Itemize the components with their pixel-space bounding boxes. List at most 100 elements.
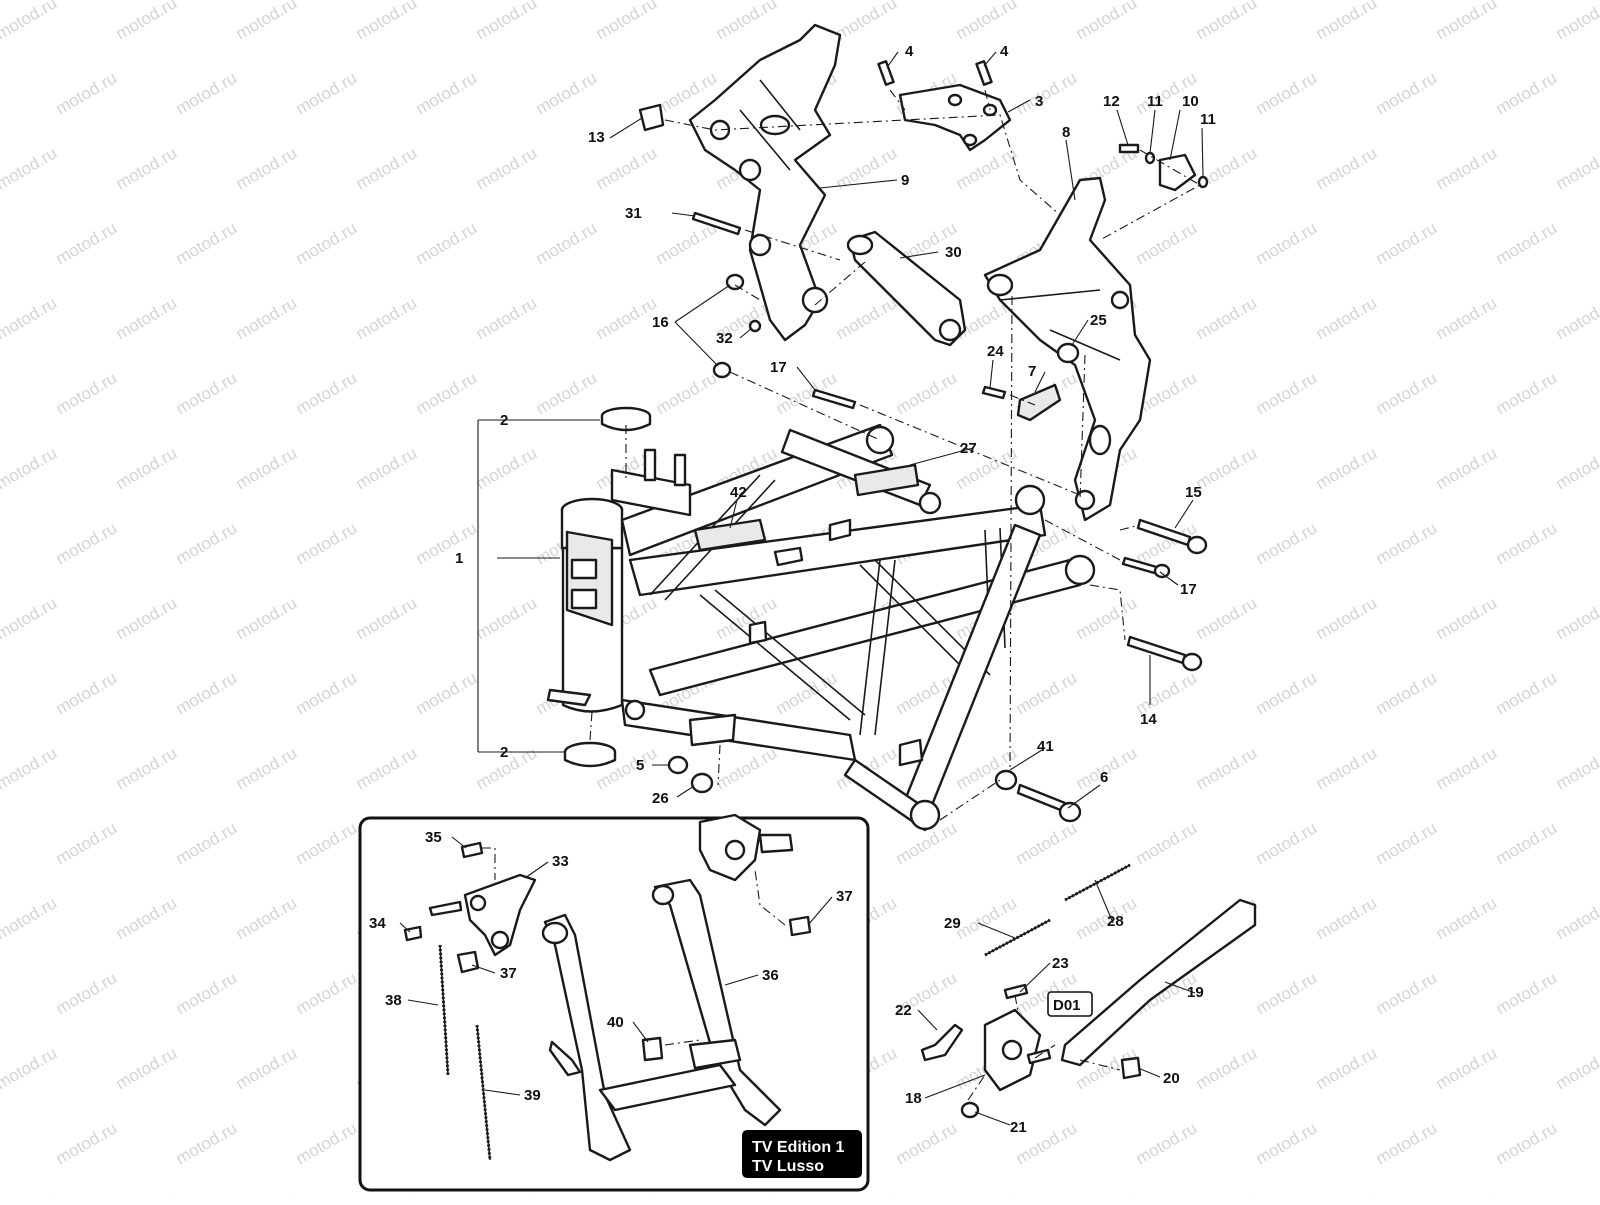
callout-11-top: 11 xyxy=(1147,93,1163,110)
watermark-text: motod.ru xyxy=(233,143,301,193)
watermark-text: motod.ru xyxy=(1553,893,1600,943)
watermark-text: motod.ru xyxy=(0,0,60,43)
watermark-text: motod.ru xyxy=(593,143,661,193)
callout-11-right: 11 xyxy=(1200,111,1216,128)
watermark-text: motod.ru xyxy=(233,443,301,493)
watermark-text: motod.ru xyxy=(1493,68,1561,118)
callout-17-right: 17 xyxy=(1180,581,1197,598)
watermark-text: motod.ru xyxy=(293,218,361,268)
watermark-text: motod.ru xyxy=(533,368,601,418)
watermark-text: motod.ru xyxy=(713,0,781,43)
watermark-text: motod.ru xyxy=(1193,593,1261,643)
watermark-text: motod.ru xyxy=(1493,368,1561,418)
watermark-text: motod.ru xyxy=(413,518,481,568)
watermark-text: motod.ru xyxy=(413,68,481,118)
watermark-text: motod.ru xyxy=(1373,1118,1441,1168)
watermark-text: motod.ru xyxy=(713,743,781,793)
watermark-text: motod.ru xyxy=(353,443,421,493)
watermark-text: motod.ru xyxy=(293,368,361,418)
watermark-text: motod.ru xyxy=(53,368,121,418)
watermark-text: motod.ru xyxy=(0,1043,60,1093)
watermark-text: motod.ru xyxy=(113,293,181,343)
watermark-text: motod.ru xyxy=(113,893,181,943)
watermark-text: motod.ru xyxy=(1373,518,1441,568)
callout-29: 29 xyxy=(944,915,961,932)
watermark-text: motod.ru xyxy=(593,293,661,343)
callout-27: 27 xyxy=(960,440,977,457)
watermark-text: motod.ru xyxy=(953,1193,1021,1200)
watermark-text: motod.ru xyxy=(353,293,421,343)
watermark-text: motod.ru xyxy=(1253,818,1321,868)
detail-tag: D01 xyxy=(1048,992,1092,1016)
watermark-text: motod.ru xyxy=(1433,893,1501,943)
watermark-text: motod.ru xyxy=(53,968,121,1018)
watermark-text: motod.ru xyxy=(353,0,421,43)
watermark-text: motod.ru xyxy=(1073,1193,1141,1200)
watermark-text: motod.ru xyxy=(53,518,121,568)
watermark-text: motod.ru xyxy=(233,1193,301,1200)
callout-24: 24 xyxy=(987,343,1004,360)
watermark-text: motod.ru xyxy=(1193,0,1261,43)
watermark-text: motod.ru xyxy=(1433,443,1501,493)
watermark-text: motod.ru xyxy=(353,743,421,793)
watermark-text: motod.ru xyxy=(1253,668,1321,718)
watermark-text: motod.ru xyxy=(1313,743,1381,793)
watermark-text: motod.ru xyxy=(1553,443,1600,493)
watermark-text: motod.ru xyxy=(233,893,301,943)
watermark-text: motod.ru xyxy=(1313,1193,1381,1200)
watermark-text: motod.ru xyxy=(953,0,1021,43)
callout-16: 16 xyxy=(652,314,669,331)
steering-bearing-bottom xyxy=(565,743,615,766)
watermark-text: motod.ru xyxy=(233,0,301,43)
callout-4-left: 4 xyxy=(905,43,914,60)
watermark-text: motod.ru xyxy=(173,1118,241,1168)
watermark-text: motod.ru xyxy=(1253,968,1321,1018)
watermark-text: motod.ru xyxy=(1313,1043,1381,1093)
watermark-text: motod.ru xyxy=(713,1193,781,1200)
watermark-text: motod.ru xyxy=(1553,143,1600,193)
watermark-text: motod.ru xyxy=(293,968,361,1018)
callout-13: 13 xyxy=(588,129,605,146)
watermark-text: motod.ru xyxy=(1493,968,1561,1018)
callout-8: 8 xyxy=(1062,124,1070,141)
watermark-text: motod.ru xyxy=(653,218,721,268)
watermark-text: motod.ru xyxy=(1373,668,1441,718)
callout-17-top: 17 xyxy=(770,359,787,376)
watermark-text: motod.ru xyxy=(353,1193,421,1200)
watermark-text: motod.ru xyxy=(0,293,60,343)
watermark-text: motod.ru xyxy=(113,0,181,43)
watermark-text: motod.ru xyxy=(1493,668,1561,718)
callout-39: 39 xyxy=(524,1087,541,1104)
watermark-text: motod.ru xyxy=(173,518,241,568)
callout-38: 38 xyxy=(385,992,402,1009)
callout-41: 41 xyxy=(1037,738,1054,755)
watermark-text: motod.ru xyxy=(1553,1193,1600,1200)
watermark-text: motod.ru xyxy=(1313,0,1381,43)
watermark-text: motod.ru xyxy=(953,143,1021,193)
callout-26: 26 xyxy=(652,790,669,807)
watermark-text: motod.ru xyxy=(833,1193,901,1200)
watermark-text: motod.ru xyxy=(1193,293,1261,343)
watermark-text: motod.ru xyxy=(1433,0,1501,43)
watermark-text: motod.ru xyxy=(53,1118,121,1168)
watermark-text: motod.ru xyxy=(473,0,541,43)
callout-10: 10 xyxy=(1182,93,1199,110)
watermark-text: motod.ru xyxy=(1013,68,1081,118)
callout-25: 25 xyxy=(1090,312,1107,329)
watermark-text: motod.ru xyxy=(1133,218,1201,268)
watermark-text: motod.ru xyxy=(1133,818,1201,868)
watermark-text: motod.ru xyxy=(1433,593,1501,643)
watermark-text: motod.ru xyxy=(0,743,60,793)
watermark-text: motod.ru xyxy=(173,218,241,268)
watermark-text: motod.ru xyxy=(113,1193,181,1200)
watermark-text: motod.ru xyxy=(1193,443,1261,493)
watermark-text: motod.ru xyxy=(413,668,481,718)
watermark-text: motod.ru xyxy=(473,293,541,343)
watermark-text: motod.ru xyxy=(1433,743,1501,793)
watermark-text: motod.ru xyxy=(1253,68,1321,118)
watermark-text: motod.ru xyxy=(1553,293,1600,343)
watermark-text: motod.ru xyxy=(293,818,361,868)
callout-34: 34 xyxy=(369,915,386,932)
watermark-text: motod.ru xyxy=(113,593,181,643)
watermark-text: motod.ru xyxy=(1493,518,1561,568)
